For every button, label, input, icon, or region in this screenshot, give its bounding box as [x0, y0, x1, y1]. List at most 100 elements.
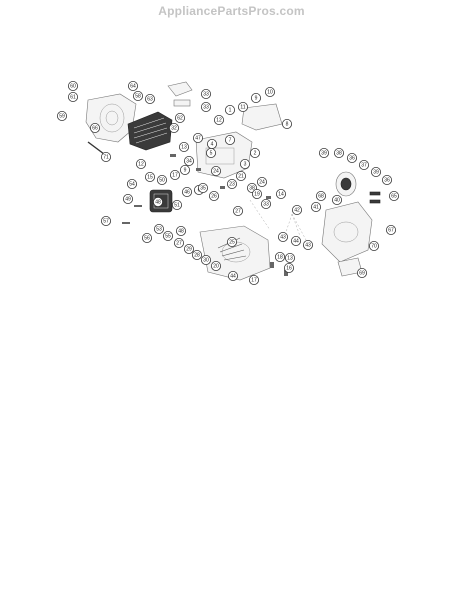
- part-callout-12[interactable]: 12: [135, 158, 146, 169]
- part-callout-59[interactable]: 59: [57, 111, 68, 122]
- part-callout-1[interactable]: 1: [224, 105, 235, 116]
- part-callout-63[interactable]: 63: [144, 94, 155, 105]
- part-callout-46[interactable]: 46: [181, 186, 192, 197]
- part-callout-65[interactable]: 65: [388, 190, 399, 201]
- part-callout-19[interactable]: 19: [251, 188, 262, 199]
- part-callout-24[interactable]: 24: [210, 165, 221, 176]
- part-callout-39[interactable]: 39: [318, 147, 329, 158]
- callout-circle: [346, 152, 357, 163]
- callout-circle: [183, 155, 194, 166]
- part-callout-25[interactable]: 25: [226, 236, 237, 247]
- part-callout-60[interactable]: 60: [68, 81, 79, 92]
- part-callout-27[interactable]: 27: [232, 205, 243, 216]
- site-header: AppliancePartsPros.com: [0, 4, 463, 18]
- part-callout-21[interactable]: 21: [235, 170, 246, 181]
- part-callout-36[interactable]: 36: [381, 174, 392, 185]
- part-callout-18[interactable]: 18: [274, 251, 285, 262]
- callout-circle: [208, 190, 219, 201]
- part-callout-51[interactable]: 51: [171, 199, 182, 210]
- part-callout-41[interactable]: 41: [310, 201, 321, 212]
- part-callout-33[interactable]: 33: [200, 89, 211, 100]
- part-callout-30[interactable]: 30: [200, 254, 211, 265]
- engine-housing-part: [195, 131, 253, 179]
- part-callout-5[interactable]: 5: [205, 147, 216, 158]
- callout-label: 65: [391, 193, 397, 199]
- part-callout-27[interactable]: 27: [173, 237, 184, 248]
- part-callout-2[interactable]: 2: [249, 147, 260, 158]
- part-callout-4[interactable]: 4: [206, 138, 217, 149]
- part-callout-39[interactable]: 39: [370, 166, 381, 177]
- part-callout-43[interactable]: 43: [277, 231, 288, 242]
- part-callout-7[interactable]: 7: [224, 134, 235, 145]
- part-callout-9[interactable]: 9: [179, 164, 190, 175]
- callout-label: 39: [373, 169, 379, 175]
- part-callout-53[interactable]: 53: [153, 223, 164, 234]
- callout-label: 33: [203, 104, 209, 110]
- part-callout-44[interactable]: 44: [227, 270, 238, 281]
- callout-label: 37: [361, 162, 367, 168]
- callout-label: 34: [186, 158, 192, 164]
- part-callout-54[interactable]: 54: [127, 178, 138, 189]
- part-callout-44[interactable]: 44: [290, 235, 301, 246]
- callout-label: 30: [203, 257, 209, 263]
- part-callout-14[interactable]: 14: [275, 188, 286, 199]
- part-callout-8[interactable]: 8: [281, 119, 292, 130]
- part-callout-20[interactable]: 20: [210, 260, 221, 271]
- part-callout-55[interactable]: 55: [162, 230, 173, 241]
- part-callout-69[interactable]: 69: [356, 267, 367, 278]
- callout-label: 12: [216, 117, 222, 123]
- part-callout-13[interactable]: 13: [178, 141, 189, 152]
- part-callout-49[interactable]: 49: [123, 193, 134, 204]
- part-callout-48[interactable]: 48: [175, 225, 186, 236]
- callout-label: 33: [203, 91, 209, 97]
- part-callout-26[interactable]: 26: [208, 190, 219, 201]
- part-callout-67[interactable]: 67: [385, 224, 396, 235]
- callout-label: 26: [211, 193, 217, 199]
- part-callout-64[interactable]: 64: [127, 81, 138, 92]
- part-callout-28[interactable]: 28: [191, 249, 202, 260]
- part-callout-43[interactable]: 43: [302, 239, 313, 250]
- part-callout-42[interactable]: 42: [291, 204, 302, 215]
- callout-label: 70: [371, 243, 377, 249]
- part-callout-23[interactable]: 23: [226, 178, 237, 189]
- part-callout-35[interactable]: 35: [197, 182, 208, 193]
- part-callout-70[interactable]: 70: [368, 240, 379, 251]
- part-callout-15[interactable]: 15: [144, 171, 155, 182]
- part-callout-29[interactable]: 29: [183, 243, 194, 254]
- part-callout-56[interactable]: 56: [141, 232, 152, 243]
- part-callout-10[interactable]: 10: [264, 87, 275, 98]
- part-callout-40[interactable]: 40: [331, 194, 342, 205]
- part-callout-58[interactable]: 58: [132, 91, 143, 102]
- callout-label: 43: [280, 234, 286, 240]
- part-callout-34[interactable]: 34: [183, 155, 194, 166]
- part-callout-66[interactable]: 66: [90, 123, 101, 134]
- part-callout-62[interactable]: 62: [174, 113, 185, 124]
- part-callout-17[interactable]: 17: [248, 274, 259, 285]
- part-callout-71[interactable]: 71: [101, 151, 112, 162]
- part-callout-48[interactable]: 48: [152, 196, 163, 207]
- part-callout-11[interactable]: 11: [237, 102, 248, 113]
- part-callout-61[interactable]: 61: [68, 92, 79, 103]
- part-callout-9[interactable]: 9: [250, 93, 261, 104]
- part-callout-38[interactable]: 38: [333, 147, 344, 158]
- part-callout-47[interactable]: 47: [192, 132, 203, 143]
- part-callout-36[interactable]: 36: [346, 152, 357, 163]
- part-callout-33[interactable]: 33: [260, 198, 271, 209]
- part-callout-50[interactable]: 50: [156, 174, 167, 185]
- part-callout-68[interactable]: 68: [315, 190, 326, 201]
- part-callout-57[interactable]: 57: [101, 215, 112, 226]
- callout-label: 71: [103, 154, 109, 160]
- part-callout-32[interactable]: 32: [168, 123, 179, 134]
- part-callout-12[interactable]: 12: [213, 115, 224, 126]
- part-callout-16[interactable]: 16: [283, 262, 294, 273]
- part-callout-24[interactable]: 24: [256, 176, 267, 187]
- part-callout-17[interactable]: 17: [169, 169, 180, 180]
- part-callout-33[interactable]: 33: [200, 102, 211, 113]
- callout-circle: [192, 132, 203, 143]
- part-callout-37[interactable]: 37: [358, 159, 369, 170]
- callout-label: 43: [305, 242, 311, 248]
- part-callout-13[interactable]: 13: [284, 252, 295, 263]
- callout-circle: [210, 260, 221, 271]
- callout-circle: [141, 232, 152, 243]
- part-callout-3[interactable]: 3: [239, 158, 250, 169]
